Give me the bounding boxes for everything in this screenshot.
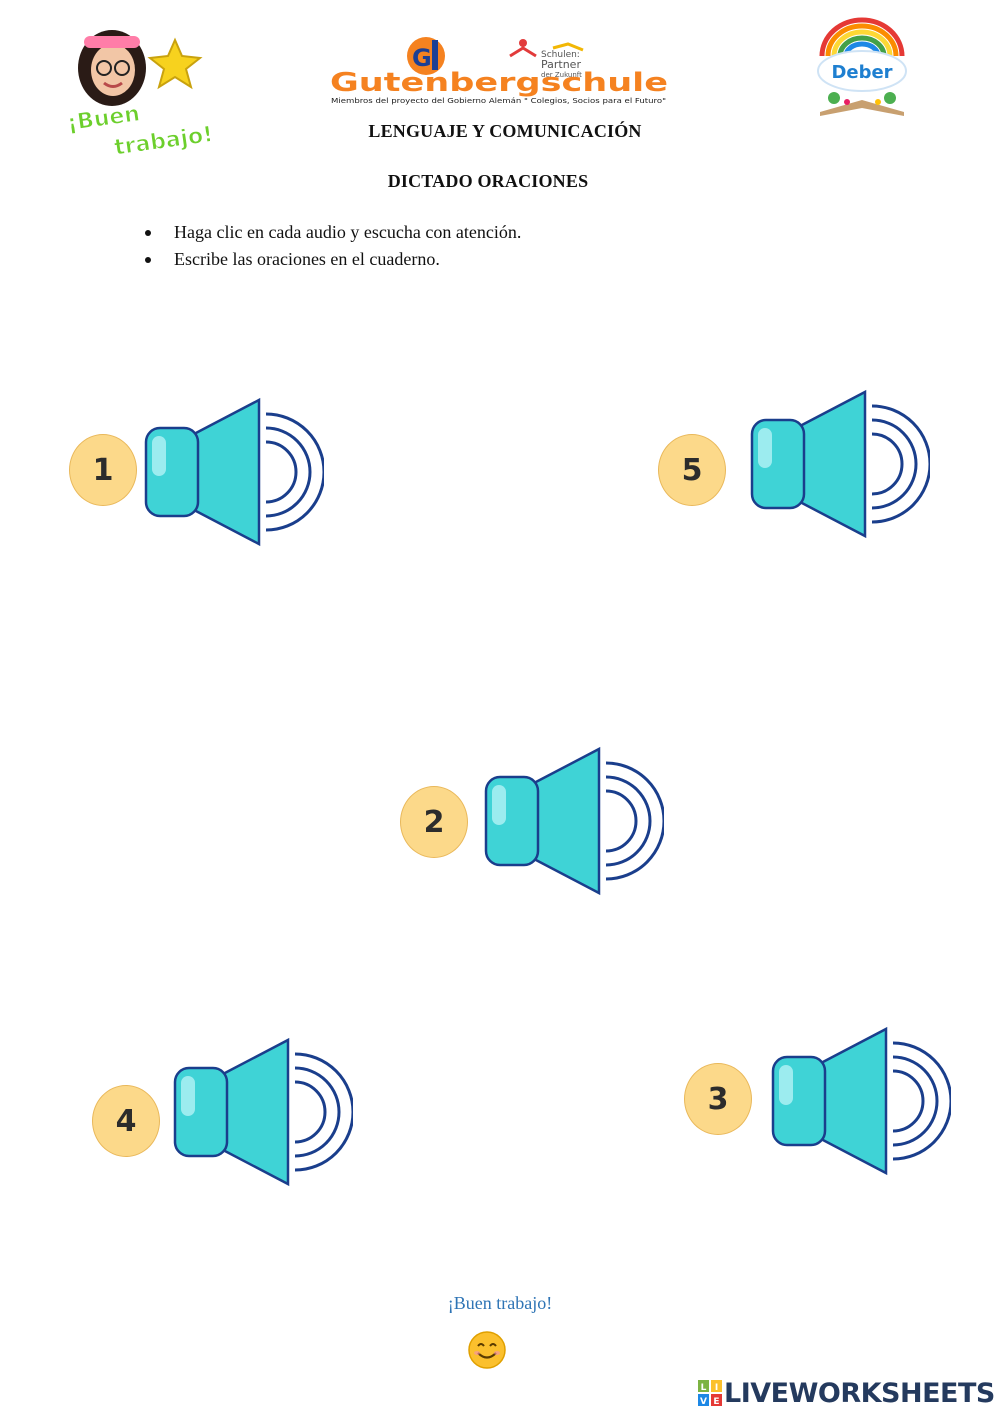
audio-button-5[interactable]: 5	[658, 384, 930, 544]
number-badge: 5	[658, 434, 726, 506]
partner-line-2: Partner	[541, 58, 581, 71]
partner-line-1: Schulen:	[541, 50, 580, 60]
audio-button-1[interactable]: 1	[69, 392, 329, 552]
instruction-item: Escribe las oraciones en el cuaderno.	[140, 246, 521, 273]
school-brand: Gutenbergschule	[330, 68, 668, 98]
liveworksheets-logo-icon: L I V E	[698, 1380, 722, 1406]
audio-button-4[interactable]: 4	[92, 1032, 353, 1192]
number-badge: 4	[92, 1085, 160, 1157]
smiling-face-icon	[467, 1330, 507, 1370]
partner-line-3: der Zukunft	[541, 71, 582, 79]
audio-button-3[interactable]: 3	[684, 1021, 951, 1181]
deber-logo: Deber	[812, 16, 912, 120]
liveworksheets-brand-text: LIVEWORKSHEETS	[724, 1377, 995, 1409]
number-badge: 1	[69, 434, 137, 506]
number-badge: 2	[400, 786, 468, 858]
speaker-icon	[484, 746, 664, 896]
footer-message: ¡Buen trabajo!	[447, 1293, 553, 1313]
deber-logo-text: Deber	[831, 62, 892, 83]
buen-trabajo-sticker: ¡Buen trabajo!	[60, 18, 215, 161]
speaker-icon	[173, 1037, 353, 1187]
speaker-icon	[771, 1026, 951, 1176]
number-badge: 3	[684, 1063, 752, 1135]
instructions-list: Haga clic en cada audio y escucha con at…	[140, 219, 521, 273]
school-logo: G Schulen: Partner der Zukunft Gutenberg…	[328, 36, 673, 108]
svg-text:E: E	[713, 1397, 719, 1406]
svg-text:L: L	[701, 1383, 707, 1393]
svg-text:V: V	[700, 1397, 707, 1406]
liveworksheets-brand[interactable]: L I V E LIVEWORKSHEETS	[698, 1376, 995, 1410]
activity-title: DICTADO ORACIONES	[387, 171, 589, 191]
subject-title: LENGUAJE Y COMUNICACIÓN	[368, 121, 642, 141]
instruction-item: Haga clic en cada audio y escucha con at…	[140, 219, 521, 246]
speaker-icon	[750, 389, 930, 539]
speaker-icon	[144, 397, 324, 547]
svg-text:I: I	[715, 1383, 718, 1393]
school-tagline: Miembros del proyecto del Gobierno Alemá…	[331, 96, 666, 105]
audio-button-2[interactable]: 2	[400, 741, 664, 901]
svg-text:G: G	[412, 44, 432, 72]
